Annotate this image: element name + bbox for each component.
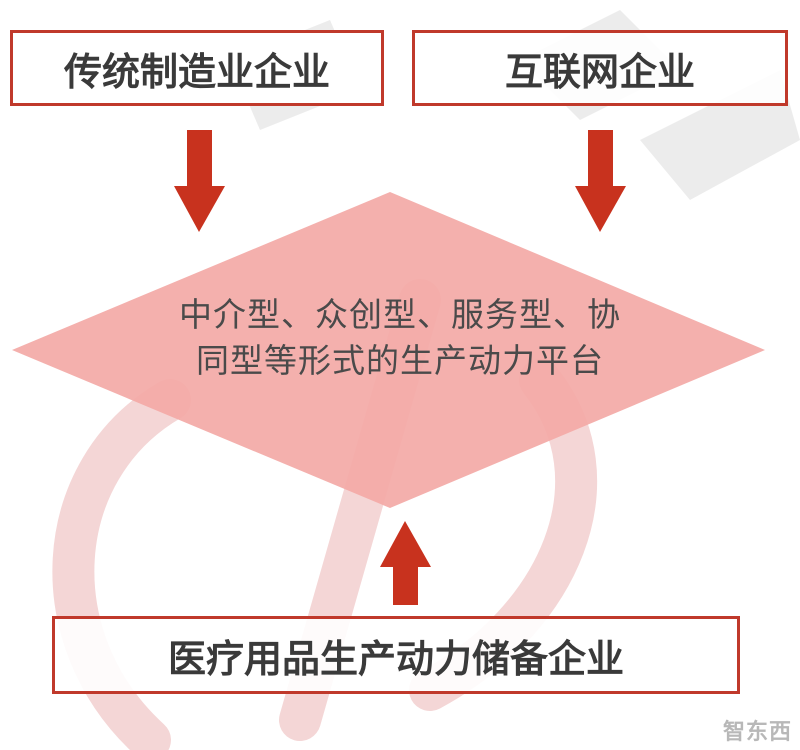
arrow-down-left-icon — [174, 130, 225, 232]
zhidx-logo: 智东西 — [722, 720, 792, 745]
platform-diamond — [12, 192, 765, 508]
traditional-manufacturing-box: 传统制造业企业 — [10, 30, 384, 106]
platform-text: 中介型、众创型、服务型、协 同型等形式的生产动力平台 — [110, 292, 690, 384]
medical-supplies-box: 医疗用品生产动力储备企业 — [52, 616, 740, 694]
arrow-up-icon — [380, 521, 431, 605]
platform-text-line2: 同型等形式的生产动力平台 — [196, 341, 604, 380]
traditional-manufacturing-label: 传统制造业企业 — [63, 49, 330, 94]
internet-company-label: 互联网企业 — [504, 49, 695, 94]
arrow-down-right-icon — [575, 130, 626, 232]
platform-text-line1: 中介型、众创型、服务型、协 — [179, 295, 621, 334]
medical-supplies-label: 医疗用品生产动力储备企业 — [167, 636, 624, 681]
internet-company-box: 互联网企业 — [412, 30, 788, 106]
